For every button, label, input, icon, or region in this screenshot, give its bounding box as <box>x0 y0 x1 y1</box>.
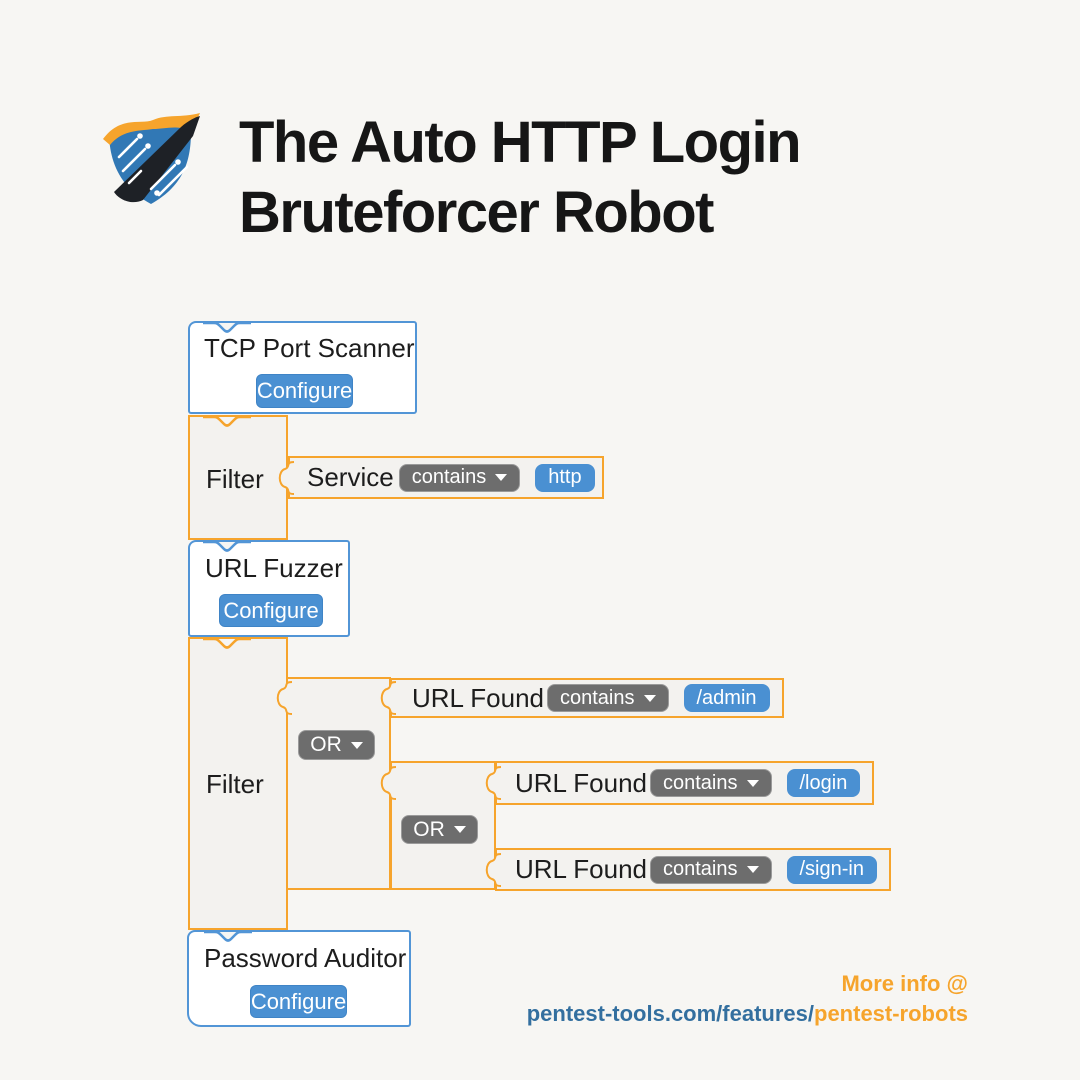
filter-url-block[interactable]: Filter <box>188 637 288 930</box>
password-auditor-block[interactable]: Password Auditor Configure <box>187 930 411 1027</box>
chevron-down-icon <box>495 474 508 481</box>
puzzle-notch-icon <box>203 321 251 333</box>
tcp-port-scanner-block[interactable]: TCP Port Scanner Configure <box>188 321 417 414</box>
or-group-outer[interactable]: OR <box>276 677 391 890</box>
puzzle-socket-icon <box>485 766 502 800</box>
puzzle-socket-icon <box>276 681 293 715</box>
operator-label: contains <box>663 858 738 880</box>
url-found-admin-row[interactable]: URL Found contains /admin <box>380 678 784 718</box>
condition-value-chip[interactable]: /admin <box>683 684 770 712</box>
puzzle-socket-icon <box>380 681 397 715</box>
configure-button[interactable]: Configure <box>256 374 353 408</box>
puzzle-socket-icon <box>485 852 502 887</box>
logo-circuit-lines <box>117 133 189 197</box>
operator-dropdown[interactable]: contains <box>650 855 772 884</box>
or-operator-dropdown[interactable]: OR <box>298 730 375 760</box>
configure-button[interactable]: Configure <box>219 594 323 627</box>
more-info-label: More info @ <box>841 971 968 996</box>
service-condition-row[interactable]: Service contains http <box>278 456 604 499</box>
or-label: OR <box>310 733 342 756</box>
footer-link[interactable]: pentest-tools.com/features/pentest-robot… <box>527 999 968 1029</box>
chevron-down-icon <box>746 779 759 787</box>
condition-field-label: URL Found <box>515 767 647 798</box>
operator-dropdown[interactable]: contains <box>547 684 669 712</box>
page-title: The Auto HTTP Login Bruteforcer Robot <box>239 108 802 248</box>
title-line-1: The Auto HTTP Login <box>239 110 802 175</box>
condition-field-label: URL Found <box>515 854 647 884</box>
condition-value-chip[interactable]: http <box>535 463 595 492</box>
block-label: URL Fuzzer <box>205 553 343 583</box>
filter-label: Filter <box>206 769 264 799</box>
chevron-down-icon <box>643 694 656 702</box>
filter-label: Filter <box>206 464 264 494</box>
url-found-login-row[interactable]: URL Found contains /login <box>485 761 874 805</box>
or-group-inner[interactable]: OR <box>380 761 496 890</box>
operator-label: contains <box>663 771 738 794</box>
operator-dropdown[interactable]: contains <box>650 769 772 797</box>
puzzle-notch-icon <box>203 415 251 427</box>
condition-value-chip[interactable]: /login <box>786 769 861 797</box>
operator-label: contains <box>560 686 635 709</box>
footer-info: More info @ pentest-tools.com/features/p… <box>527 969 968 1029</box>
title-line-2: Bruteforcer Robot <box>239 180 714 245</box>
pentest-tools-logo <box>103 113 200 204</box>
puzzle-notch-icon <box>204 930 252 942</box>
puzzle-notch-icon <box>203 637 251 649</box>
logo-swoosh <box>114 116 200 203</box>
operator-dropdown[interactable]: contains <box>398 463 521 492</box>
chevron-down-icon <box>746 866 759 873</box>
url-fuzzer-block[interactable]: URL Fuzzer Configure <box>188 540 350 637</box>
url-found-signin-row[interactable]: URL Found contains /sign-in <box>485 848 891 891</box>
or-operator-dropdown[interactable]: OR <box>401 815 478 844</box>
condition-value-chip[interactable]: /sign-in <box>786 855 877 884</box>
or-label: OR <box>413 817 445 841</box>
puzzle-socket-icon <box>278 460 295 495</box>
block-label: TCP Port Scanner <box>204 333 415 363</box>
footer-link-base: pentest-tools.com/features/ <box>526 1001 814 1026</box>
chevron-down-icon <box>350 741 363 749</box>
puzzle-notch-icon <box>203 540 251 552</box>
chevron-down-icon <box>453 826 466 833</box>
configure-button[interactable]: Configure <box>250 985 347 1018</box>
operator-label: contains <box>411 466 487 488</box>
condition-field-label: Service <box>307 462 394 492</box>
footer-link-highlight: pentest-robots <box>814 1001 968 1026</box>
condition-field-label: URL Found <box>412 682 544 713</box>
puzzle-socket-icon <box>380 766 397 800</box>
filter-service-block[interactable]: Filter <box>188 415 288 540</box>
logo-shield-brim <box>103 113 200 145</box>
block-label: Password Auditor <box>204 943 407 973</box>
